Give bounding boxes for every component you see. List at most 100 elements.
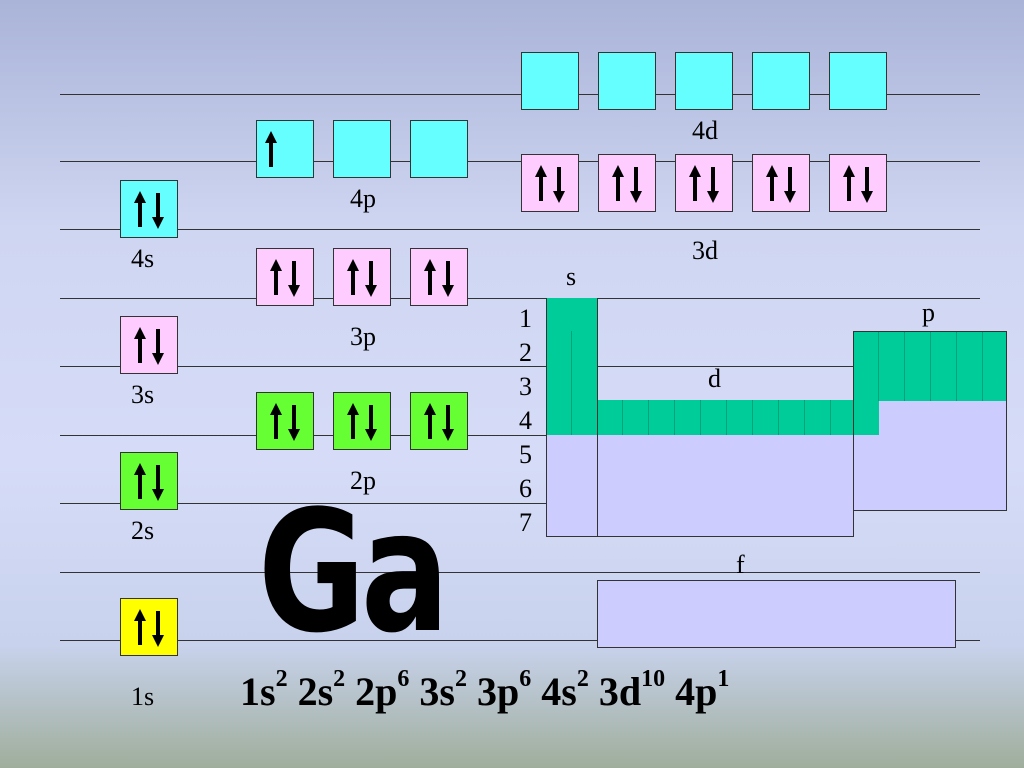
orbital-label-4p: 4p	[350, 184, 376, 213]
spin-up-arrow-icon	[612, 165, 624, 201]
grid-column	[957, 331, 983, 401]
spin-down-arrow-icon	[553, 167, 565, 203]
s-block-filled	[546, 298, 598, 435]
p-block-gallium-cell	[853, 400, 879, 435]
config-term: 3p6	[476, 666, 532, 714]
orbital-box-4d	[521, 52, 579, 110]
orbital-label-3d: 3d	[692, 236, 718, 265]
orbital-box-4p	[256, 120, 314, 178]
electron-configuration: 1s2 2s2 2p6 3s2 3p6 4s2 3d10 4p1	[240, 666, 730, 715]
electron-arrows	[134, 191, 164, 229]
orbital-box-3d	[521, 154, 579, 212]
orbital-box-2p	[410, 392, 468, 450]
orbital-box-1s	[120, 598, 178, 656]
period-number: 4	[519, 406, 532, 435]
period-number: 3	[519, 372, 532, 401]
electron-arrows	[689, 165, 719, 203]
grid-column	[649, 400, 675, 435]
period-number: 1	[519, 304, 532, 333]
d-block-filled	[597, 400, 854, 435]
grid-column	[931, 331, 957, 401]
energy-level-line	[60, 435, 980, 436]
orbital-label-4s: 4s	[131, 244, 155, 273]
period-number: 6	[519, 474, 532, 503]
block-outline	[546, 298, 547, 537]
energy-level-line	[60, 229, 980, 230]
spin-down-arrow-icon	[630, 167, 642, 203]
period-number: 2	[519, 338, 532, 367]
orbital-box-3p	[410, 248, 468, 306]
grid-column	[805, 400, 831, 435]
block-outline	[853, 510, 1007, 511]
element-symbol: Ga	[258, 474, 449, 670]
orbital-box-2s	[120, 452, 178, 510]
spin-up-arrow-icon	[134, 609, 146, 645]
energy-level-line	[60, 572, 980, 573]
orbital-box-4p	[410, 120, 468, 178]
s-block-empty	[546, 433, 598, 537]
spin-up-arrow-icon	[134, 191, 146, 227]
spin-up-arrow-icon	[265, 131, 277, 167]
electron-arrows	[270, 403, 300, 441]
electron-arrows	[270, 259, 300, 297]
spin-up-arrow-icon	[424, 403, 436, 439]
orbital-box-4d	[598, 52, 656, 110]
orbital-box-3s	[120, 316, 178, 374]
orbital-box-4d	[752, 52, 810, 110]
spin-up-arrow-icon	[134, 327, 146, 363]
block-outline	[597, 298, 598, 537]
d-block-empty	[597, 433, 854, 537]
spin-down-arrow-icon	[861, 167, 873, 203]
spin-down-arrow-icon	[288, 261, 300, 297]
orbital-label-3s: 3s	[131, 380, 155, 409]
electron-arrows	[424, 259, 454, 297]
block-label-s: s	[566, 262, 577, 291]
orbital-box-2p	[333, 392, 391, 450]
spin-down-arrow-icon	[442, 261, 454, 297]
spin-down-arrow-icon	[442, 405, 454, 441]
orbital-box-3p	[333, 248, 391, 306]
config-term: 2p6	[355, 666, 410, 714]
period-number: 5	[519, 440, 532, 469]
orbital-box-4s	[120, 180, 178, 238]
electron-arrows	[265, 131, 277, 167]
spin-down-arrow-icon	[152, 193, 164, 229]
spin-down-arrow-icon	[784, 167, 796, 203]
block-outline	[1006, 331, 1007, 511]
electron-arrows	[347, 259, 377, 297]
grid-column	[779, 400, 805, 435]
spin-up-arrow-icon	[689, 165, 701, 201]
spin-down-arrow-icon	[152, 465, 164, 501]
electron-arrows	[134, 609, 164, 647]
block-outline	[853, 331, 1007, 332]
energy-level-line	[60, 640, 980, 641]
config-term: 4s2	[541, 666, 589, 714]
spin-up-arrow-icon	[843, 165, 855, 201]
energy-level-line	[60, 161, 980, 162]
spin-up-arrow-icon	[347, 403, 359, 439]
spin-up-arrow-icon	[134, 463, 146, 499]
orbital-label-4d: 4d	[692, 116, 718, 145]
energy-level-line	[60, 503, 980, 504]
grid-column	[853, 331, 879, 401]
spin-down-arrow-icon	[365, 405, 377, 441]
orbital-box-4d	[829, 52, 887, 110]
orbital-box-4d	[675, 52, 733, 110]
orbital-label-3p: 3p	[350, 322, 376, 351]
block-label-p: p	[922, 298, 935, 327]
config-term: 4p1	[675, 666, 730, 714]
orbital-label-1s: 1s	[131, 682, 155, 711]
config-term: 3d10	[598, 666, 666, 714]
grid-column	[623, 400, 649, 435]
electron-arrows	[424, 403, 454, 441]
orbital-box-4p	[333, 120, 391, 178]
grid-column	[727, 400, 753, 435]
spin-down-arrow-icon	[152, 329, 164, 365]
config-term: 3s2	[419, 666, 467, 714]
spin-down-arrow-icon	[707, 167, 719, 203]
grid-column	[675, 400, 701, 435]
spin-up-arrow-icon	[424, 259, 436, 295]
electron-arrows	[134, 463, 164, 501]
spin-up-arrow-icon	[535, 165, 547, 201]
config-term: 1s2	[240, 666, 288, 714]
